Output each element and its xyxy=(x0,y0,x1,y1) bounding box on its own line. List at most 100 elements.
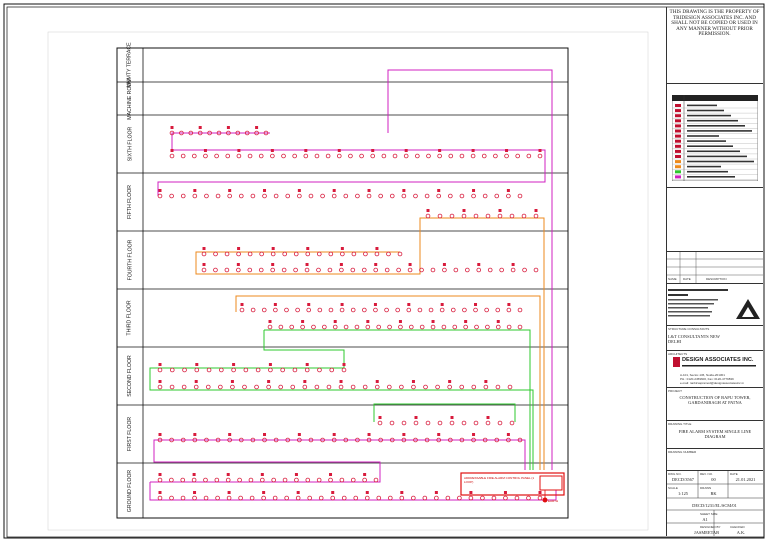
manual-call-point-icon xyxy=(365,491,369,494)
smoke-detector-icon xyxy=(359,153,364,159)
smoke-detector-icon xyxy=(350,384,356,390)
smoke-detector-icon xyxy=(285,437,291,443)
smoke-detector-icon xyxy=(448,193,453,199)
smoke-detector-icon xyxy=(533,267,539,273)
drawing-number-label: DRAWING NUMBER xyxy=(668,450,697,454)
smoke-detector-icon xyxy=(471,193,476,199)
smoke-detector-icon xyxy=(304,267,310,273)
manual-call-point-icon xyxy=(339,380,343,383)
smoke-detector-icon xyxy=(193,384,199,390)
manual-call-point-icon xyxy=(226,473,230,476)
smoke-detector-icon xyxy=(213,267,218,273)
smoke-detector-icon xyxy=(169,437,174,443)
smoke-detector-icon xyxy=(384,267,390,273)
smoke-detector-icon xyxy=(510,267,516,273)
smoke-detector-icon xyxy=(317,307,323,313)
manual-call-point-icon xyxy=(462,209,466,212)
smoke-detector-icon xyxy=(517,307,523,313)
smoke-detector-icon xyxy=(373,307,378,313)
smoke-detector-icon xyxy=(254,384,259,390)
smoke-detector-icon xyxy=(157,477,163,483)
reference-number: DECD/1231/EL/SCM/01 xyxy=(692,503,737,508)
smoke-detector-icon xyxy=(457,495,462,501)
architect-divider xyxy=(666,350,763,351)
smoke-detector-icon xyxy=(473,213,479,219)
smoke-detector-icon xyxy=(169,367,175,373)
smoke-detector-icon xyxy=(203,153,208,159)
manual-call-point-icon xyxy=(301,320,305,323)
smoke-detector-icon xyxy=(399,384,404,390)
wire-sixth-loop xyxy=(171,132,546,160)
floor-label-sixth: SIXTH FLOOR xyxy=(127,126,133,162)
smoke-detector-icon xyxy=(341,367,347,373)
sheet-size-label: SHEET SIZE xyxy=(700,512,718,516)
smoke-detector-icon xyxy=(218,384,223,390)
manual-call-point-icon xyxy=(230,380,234,383)
smoke-detector-icon xyxy=(514,495,520,501)
smoke-detector-icon xyxy=(226,130,231,136)
manual-call-point-icon xyxy=(506,189,510,192)
smoke-detector-icon xyxy=(258,153,264,159)
smoke-detector-icon xyxy=(266,384,271,390)
smoke-detector-icon xyxy=(250,307,256,313)
smoke-detector-icon xyxy=(316,267,321,273)
smoke-detector-icon xyxy=(213,251,218,257)
smoke-detector-icon xyxy=(247,153,253,159)
floor-label-fifth: FIFTH FLOOR xyxy=(127,184,134,220)
smoke-detector-icon xyxy=(389,437,395,443)
manual-call-point-icon xyxy=(193,189,197,192)
smoke-detector-icon xyxy=(397,251,403,257)
manual-call-point-icon xyxy=(306,247,310,250)
smoke-detector-icon xyxy=(205,384,211,390)
smoke-detector-icon xyxy=(484,307,489,313)
manual-call-point-icon xyxy=(296,491,300,494)
manual-call-point-icon xyxy=(303,380,307,383)
smoke-detector-icon xyxy=(362,307,367,313)
smoke-detector-icon xyxy=(506,324,512,330)
client-block xyxy=(668,289,760,319)
smoke-detector-icon xyxy=(415,153,420,159)
manual-call-point-icon xyxy=(267,380,271,383)
smoke-detector-icon xyxy=(169,130,175,136)
smoke-detector-icon xyxy=(157,384,163,390)
smoke-detector-icon xyxy=(280,367,285,373)
floor-dividers xyxy=(117,81,568,464)
smoke-detector-icon xyxy=(292,153,297,159)
smoke-detector-icon xyxy=(526,153,532,159)
manual-call-point-icon xyxy=(484,380,488,383)
smoke-detector-icon xyxy=(348,153,353,159)
smoke-detector-icon xyxy=(537,495,543,501)
smoke-detector-icon xyxy=(278,384,283,390)
manual-call-point-icon xyxy=(448,380,452,383)
smoke-detector-icon xyxy=(157,367,163,373)
floor-label-third: THIRD FLOOR xyxy=(127,300,134,336)
smoke-detector-icon xyxy=(305,251,311,257)
smoke-detector-icon xyxy=(267,324,273,330)
date-label: DATE xyxy=(730,472,738,476)
smoke-detector-icon xyxy=(281,267,287,273)
legend-entry-line xyxy=(687,145,733,147)
manual-call-point-icon xyxy=(496,320,500,323)
project-divider xyxy=(666,387,763,388)
rev-no: 00 xyxy=(711,477,716,482)
legend-entry-line xyxy=(687,114,731,117)
smoke-detector-icon xyxy=(181,384,187,390)
manual-call-point-icon xyxy=(498,209,502,212)
floor-label-fourth: FOURTH FLOOR xyxy=(127,239,133,281)
drawing-title-divider xyxy=(666,420,763,421)
manual-call-point-icon xyxy=(297,433,301,436)
smoke-detector-icon xyxy=(441,324,447,330)
smoke-detector-icon xyxy=(491,495,497,501)
smoke-detector-icon xyxy=(243,367,249,373)
legend-entry-line xyxy=(687,170,728,173)
drawn-label: DRAWN xyxy=(700,486,712,490)
smoke-detector-icon xyxy=(341,495,347,501)
checked-value: A.K. xyxy=(736,530,746,535)
smoke-detector-icon xyxy=(515,153,520,159)
consultant-label: STRUCTURE CONSULTANTS xyxy=(668,327,710,331)
smoke-detector-icon xyxy=(278,324,284,330)
smoke-detector-icon xyxy=(272,495,278,501)
smoke-detector-icon xyxy=(207,130,212,136)
manual-call-point-icon xyxy=(538,491,542,494)
smoke-detector-icon xyxy=(284,307,289,313)
